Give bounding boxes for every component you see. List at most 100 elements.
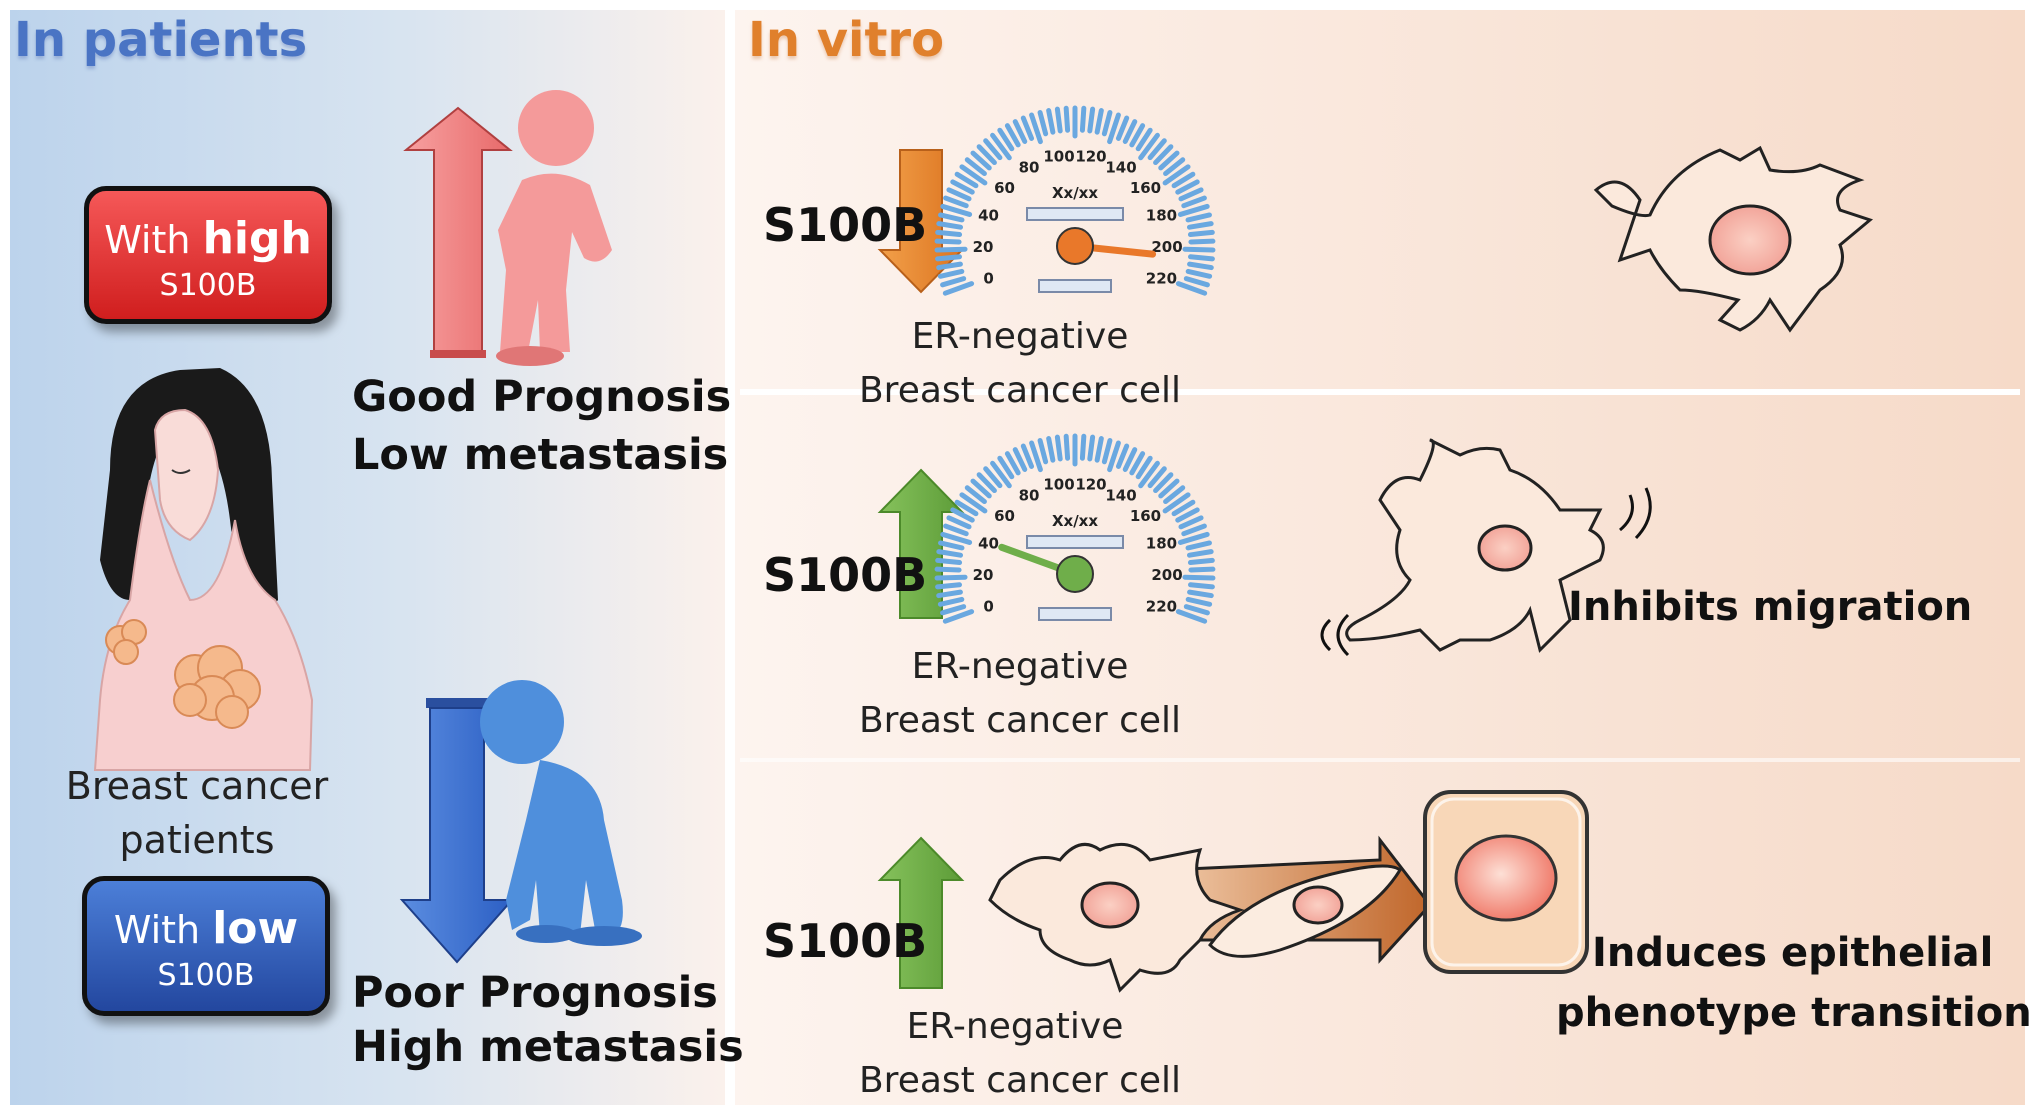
gauge-tick [1188, 566, 1216, 573]
gauge-tick-label: 140 [1105, 486, 1136, 504]
gauge-tick [1187, 582, 1215, 590]
s100b-label: S100B [763, 914, 928, 968]
gauge-tick-label: 120 [1075, 147, 1106, 165]
gauge-tick [1054, 106, 1063, 134]
gauge-tick [1158, 478, 1180, 499]
s100b-label: S100B [763, 548, 928, 602]
gauge-tick [1087, 434, 1096, 462]
gauge-tick [935, 557, 963, 566]
gauge-tick [1147, 138, 1167, 161]
gauge-tick-label: 220 [1146, 269, 1177, 287]
gauge-hub [1056, 227, 1094, 265]
gauge-tick [946, 187, 972, 202]
gauge-tick [1138, 460, 1160, 489]
s100b-label: S100B [763, 198, 928, 252]
up-arrow-icon [403, 106, 513, 358]
gauge-tick [997, 455, 1015, 480]
gauge-tick [1182, 246, 1216, 253]
gauge-tick [1138, 132, 1160, 161]
elongated-cell-icon [1208, 864, 1402, 958]
gauge-tick [954, 499, 979, 517]
gauge-display-bar [1038, 607, 1112, 621]
gauge-tick [935, 229, 963, 238]
gauge-tick [1107, 112, 1121, 145]
gauge-tick [936, 221, 964, 230]
high-s100b-badge: With high S100B [84, 186, 332, 324]
gauge-tick [1187, 229, 1215, 238]
gauge-tick [1162, 492, 1191, 514]
badge-emphasis: low [212, 903, 299, 954]
gauge-tick [1185, 540, 1212, 551]
mesenchymal-cell-icon [988, 842, 1245, 993]
gauge-tick [1162, 164, 1191, 186]
gauge-tick [1183, 604, 1210, 616]
gauge-tick-label: 200 [1151, 566, 1182, 584]
gauge-display-bar [1026, 535, 1124, 549]
gauge-tick [950, 179, 975, 195]
left-section-title: In patients [14, 12, 308, 68]
gauge-tick [954, 171, 979, 189]
gauge-tick [1177, 531, 1210, 545]
gauge-tick [1101, 109, 1113, 137]
gauge-tick [1178, 187, 1204, 202]
gauge-tick [936, 589, 963, 599]
gauge-tick [1054, 434, 1063, 462]
gauge-tick [934, 246, 968, 253]
gauge-tick [1163, 157, 1186, 177]
gauge-tick [1079, 105, 1087, 133]
gauge-tick [1147, 466, 1167, 489]
gauge-tick [1171, 171, 1196, 189]
gauge-tick [1181, 195, 1207, 209]
cell-type-line2: Breast cancer cell [858, 1060, 1182, 1101]
gauge-tick [959, 164, 988, 186]
gauge-tick-label: 40 [978, 207, 999, 225]
gauge-tick [1175, 179, 1200, 195]
gauge-tick [1187, 254, 1215, 262]
gauge-tick [1012, 447, 1028, 472]
gauge-tick [1177, 203, 1210, 217]
gauge-tick [1046, 108, 1056, 135]
cell-type-line1: ER-negative [911, 646, 1129, 687]
gauge-tick-label: 200 [1151, 238, 1182, 256]
good-outcome-line2: Low metastasis [352, 430, 729, 480]
gauge-tick [1004, 123, 1021, 148]
patient-label-line1: Breast cancer [65, 764, 329, 808]
gauge-tick [1037, 437, 1049, 465]
gauge-tick-label: 0 [983, 597, 993, 615]
gauge-tick [1186, 221, 1214, 230]
cell-type-line2: Breast cancer cell [858, 370, 1182, 411]
effect-label-line1: Induces epithelial [1592, 930, 1994, 976]
gauge-display-text: Xx/xx [1052, 512, 1098, 530]
gauge-tick [1185, 268, 1213, 279]
gauge-tick-label: 80 [1019, 158, 1040, 176]
gauge-tick [1037, 109, 1049, 137]
gauge-tick-label: 180 [1146, 207, 1177, 225]
gauge-tick [1153, 144, 1174, 166]
gauge-tick [1122, 119, 1138, 144]
gauge-tick [1004, 451, 1021, 476]
gauge-tick-label: 20 [973, 566, 994, 584]
gauge-tick [934, 566, 962, 573]
gauge-tick-label: 140 [1105, 158, 1136, 176]
gauge-tick [1175, 507, 1200, 523]
epithelial-cell-icon [1423, 790, 1589, 974]
gauge-tick [943, 523, 969, 537]
gauge-tick-label: 120 [1075, 475, 1106, 493]
gauge-tick [936, 549, 964, 558]
gauge-tick-label: 40 [978, 535, 999, 553]
gauge-tick [942, 281, 975, 296]
motion-lines-icon [1320, 169, 1660, 312]
gauge-tick [940, 203, 973, 217]
gauge-tick [1178, 515, 1204, 530]
patient-illustration [93, 368, 314, 771]
gauge-tick [976, 472, 997, 494]
down-arrow-icon [399, 698, 515, 964]
gauge-tick [1029, 440, 1043, 473]
gauge-tick [1101, 437, 1113, 465]
gauge-tick [1185, 596, 1213, 607]
patient-label-line2: patients [119, 818, 275, 862]
gauge-tick-label: 220 [1146, 597, 1177, 615]
gauge-tick [938, 212, 965, 223]
